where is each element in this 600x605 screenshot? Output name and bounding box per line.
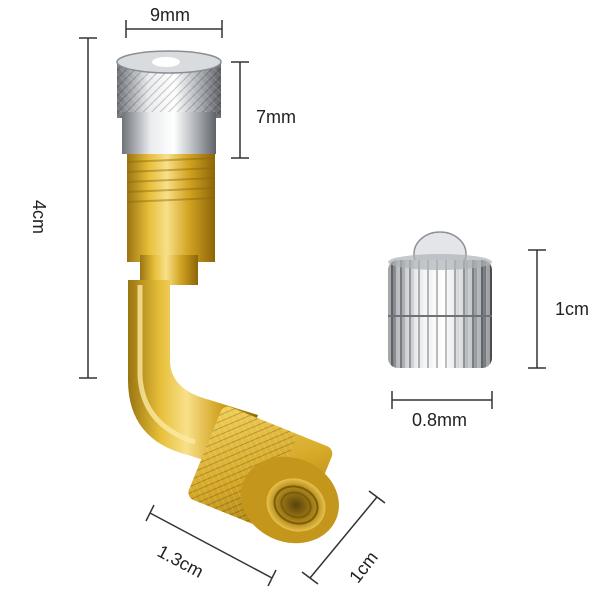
total-height-label: 4cm	[29, 200, 49, 235]
extender-chrome-cap	[116, 50, 222, 154]
thread-lines	[126, 157, 216, 203]
brass-valve-extender-icon	[116, 50, 339, 544]
dimension-lines	[79, 20, 546, 587]
valve-cap-width-label: 0.8mm	[412, 410, 468, 430]
extender-threaded-section	[127, 150, 215, 262]
chrome-valve-cap-icon	[388, 231, 492, 368]
valve-cap-height-label: 1cm	[555, 299, 590, 319]
cap-width-label: 9mm	[150, 5, 190, 25]
cap-height-label: 7mm	[256, 107, 296, 127]
extender-nut-opening	[241, 456, 339, 544]
